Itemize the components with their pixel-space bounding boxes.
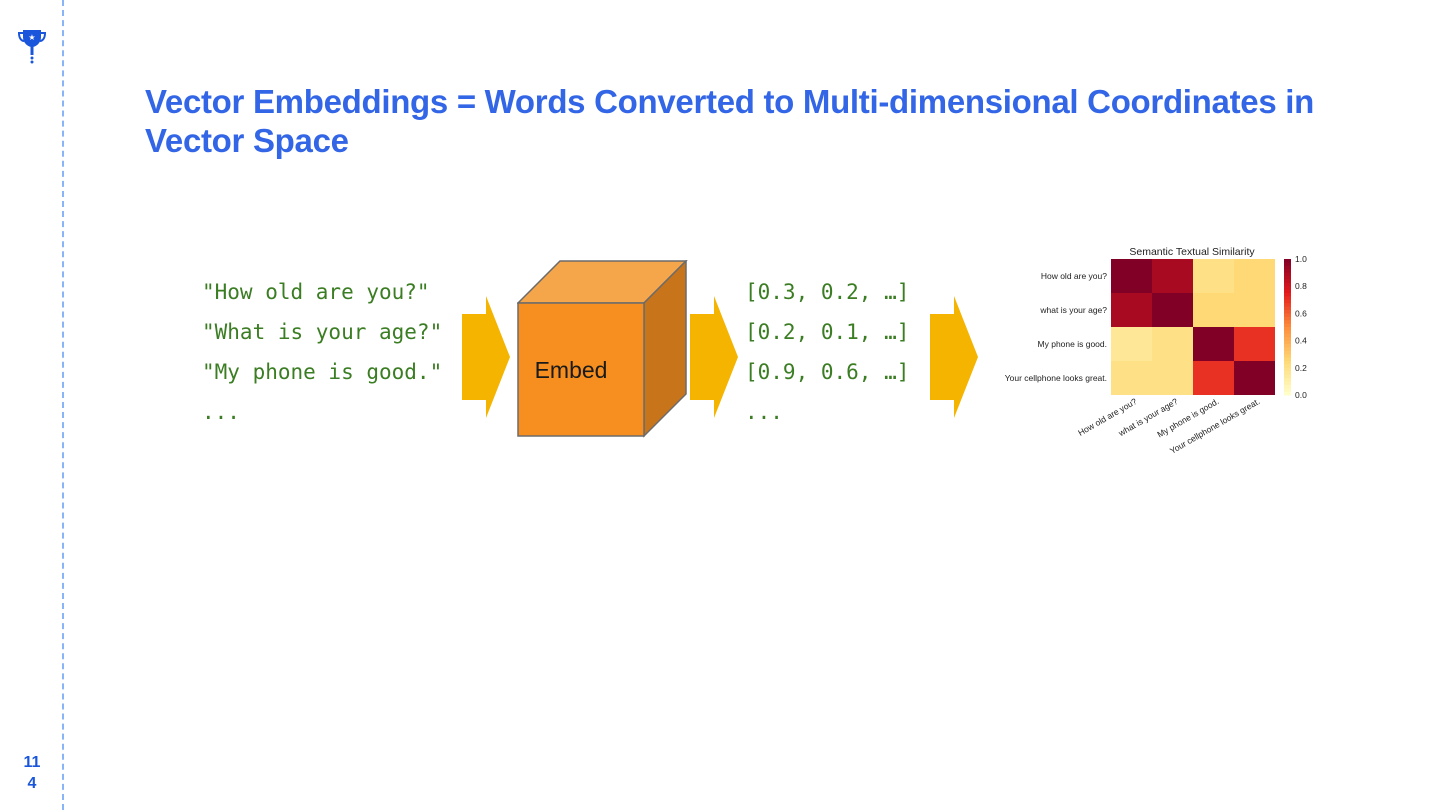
vector-value: [0.9, 0.6, …]: [745, 352, 909, 392]
colorbar-segment: [1284, 300, 1291, 304]
vector-value: [0.3, 0.2, …]: [745, 272, 909, 312]
colorbar-segment: [1284, 310, 1291, 314]
input-sentence: "What is your age?": [202, 312, 442, 352]
heatmap-cell: [1111, 259, 1152, 293]
colorbar-segment: [1284, 330, 1291, 334]
colorbar-segment: [1284, 337, 1291, 341]
embedding-vectors: [0.3, 0.2, …] [0.2, 0.1, …] [0.9, 0.6, ……: [745, 272, 909, 432]
colorbar-segment: [1284, 358, 1291, 362]
colorbar-segment: [1284, 320, 1291, 324]
trophy-icon: ★: [18, 28, 46, 64]
colorbar-segment: [1284, 266, 1291, 270]
slide-title: Vector Embeddings = Words Converted to M…: [145, 82, 1375, 160]
colorbar-segment: [1284, 279, 1291, 283]
heatmap-row-label: Your cellphone looks great.: [1005, 373, 1107, 383]
input-sentence: ...: [202, 392, 442, 432]
colorbar-tick-label: 1.0: [1295, 254, 1307, 264]
colorbar-segment: [1284, 259, 1291, 263]
heatmap-cell: [1193, 293, 1234, 327]
heatmap-title: Semantic Textual Similarity: [1129, 246, 1255, 258]
colorbar-segment: [1284, 334, 1291, 338]
embed-cube: Embed: [517, 260, 689, 438]
input-sentence: "How old are you?": [202, 272, 442, 312]
colorbar-segment: [1284, 344, 1291, 348]
colorbar-segment: [1284, 269, 1291, 273]
colorbar-segment: [1284, 283, 1291, 287]
arrow-right-icon: [930, 296, 980, 418]
colorbar-segment: [1284, 290, 1291, 294]
colorbar-segment: [1284, 388, 1291, 392]
colorbar-segment: [1284, 262, 1291, 266]
colorbar-segment: [1284, 354, 1291, 358]
colorbar-tick-label: 0.2: [1295, 363, 1307, 373]
heatmap-row-label: My phone is good.: [1038, 339, 1107, 349]
heatmap-cell: [1111, 293, 1152, 327]
colorbar-segment: [1284, 351, 1291, 355]
colorbar-segment: [1284, 317, 1291, 321]
colorbar-segment: [1284, 347, 1291, 351]
colorbar-segment: [1284, 273, 1291, 277]
heatmap-cell: [1152, 293, 1193, 327]
arrow-right-icon: [462, 296, 512, 418]
colorbar-segment: [1284, 341, 1291, 345]
heatmap-cell: [1152, 361, 1193, 395]
colorbar-segment: [1284, 296, 1291, 300]
colorbar-segment: [1284, 327, 1291, 331]
colorbar-tick-label: 0.6: [1295, 308, 1307, 318]
input-sentences: "How old are you?" "What is your age?" "…: [202, 272, 442, 432]
input-sentence: "My phone is good.": [202, 352, 442, 392]
page-number: 11 4: [16, 752, 48, 794]
colorbar-segment: [1284, 392, 1291, 396]
heatmap-cell: [1193, 361, 1234, 395]
colorbar-segment: [1284, 293, 1291, 297]
heatmap-row-label: what is your age?: [1039, 305, 1107, 315]
heatmap-cell: [1234, 361, 1275, 395]
heatmap-cell: [1234, 259, 1275, 293]
vector-value: [0.2, 0.1, …]: [745, 312, 909, 352]
similarity-heatmap: Semantic Textual Similarity How old are …: [990, 244, 1320, 474]
vector-value: ...: [745, 392, 909, 432]
colorbar-segment: [1284, 324, 1291, 328]
heatmap-cell: [1193, 327, 1234, 361]
colorbar-segment: [1284, 371, 1291, 375]
colorbar-segment: [1284, 368, 1291, 372]
colorbar-segment: [1284, 375, 1291, 379]
colorbar-segment: [1284, 361, 1291, 365]
heatmap-row-label: How old are you?: [1041, 271, 1107, 281]
sidebar-divider: [62, 0, 64, 810]
colorbar-tick-label: 0.8: [1295, 281, 1307, 291]
colorbar-segment: [1284, 378, 1291, 382]
colorbar-segment: [1284, 276, 1291, 280]
embed-label: Embed: [535, 357, 608, 383]
colorbar-segment: [1284, 385, 1291, 389]
heatmap-cell: [1111, 327, 1152, 361]
colorbar-segment: [1284, 286, 1291, 290]
colorbar-segment: [1284, 381, 1291, 385]
colorbar-tick-label: 0.0: [1295, 390, 1307, 400]
colorbar-segment: [1284, 313, 1291, 317]
arrow-right-icon: [690, 296, 740, 418]
heatmap-cell: [1234, 327, 1275, 361]
colorbar-segment: [1284, 303, 1291, 307]
svg-text:★: ★: [28, 33, 35, 42]
heatmap-cell: [1234, 293, 1275, 327]
colorbar-segment: [1284, 307, 1291, 311]
heatmap-cell: [1152, 327, 1193, 361]
heatmap-cell: [1111, 361, 1152, 395]
colorbar-tick-label: 0.4: [1295, 336, 1307, 346]
heatmap-cell: [1152, 259, 1193, 293]
heatmap-cell: [1193, 259, 1234, 293]
colorbar-segment: [1284, 364, 1291, 368]
